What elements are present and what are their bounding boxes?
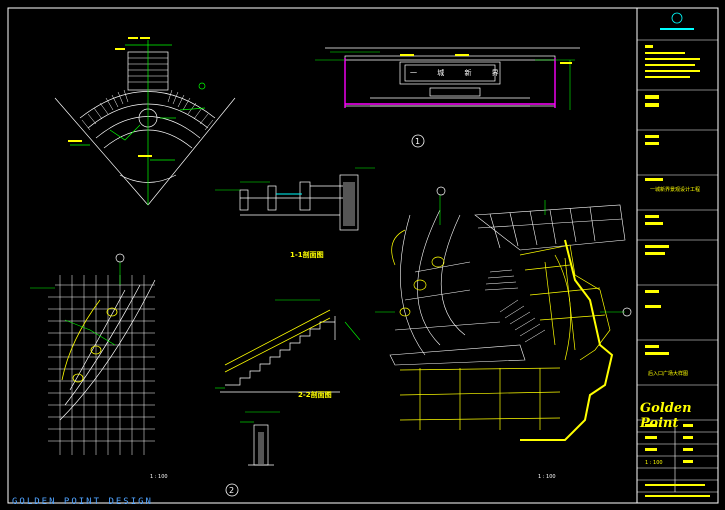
view-a-fan-plan	[54, 51, 236, 206]
view-g-leaders	[375, 195, 625, 313]
view-e-title: 2-2剖面图	[298, 391, 332, 399]
view-f-index-circle	[225, 483, 239, 497]
view-e-rail	[224, 309, 331, 373]
title-block-frame	[636, 7, 719, 504]
view-d-curves	[59, 279, 156, 421]
view-g-axis-marker-top	[436, 186, 446, 196]
view-b-text-bars	[400, 54, 572, 64]
view-c-leaders	[215, 167, 375, 191]
footer-text: GOLDEN POINT DESIGN	[12, 497, 153, 507]
view-f-fill	[258, 432, 264, 464]
view-e-leaders	[215, 299, 361, 389]
title-block-drawing: 后入口广场大样图	[648, 371, 689, 377]
view-c-section	[239, 174, 359, 231]
view-a-annotations	[70, 40, 206, 205]
view-d-leaders	[30, 262, 121, 346]
logo-text-bar	[660, 28, 694, 30]
view-b-index-number: 1	[415, 137, 420, 146]
view-e-stair	[220, 316, 340, 393]
view-c-title: 1-1剖面图	[290, 251, 324, 259]
title-block-rows	[637, 39, 718, 493]
view-g-grid	[389, 204, 626, 366]
view-b-dims	[315, 51, 575, 110]
logo-mark	[671, 12, 683, 24]
view-g-scale: 1 : 100	[538, 474, 556, 480]
view-f-index-number: 2	[229, 486, 234, 495]
view-d-grid	[48, 275, 155, 455]
view-c-fill	[343, 182, 355, 226]
view-a-text-bars	[68, 37, 152, 157]
title-block-text-bars	[645, 45, 710, 497]
view-g-stairs	[484, 269, 546, 343]
view-d-axis-marker	[115, 253, 125, 263]
view-g-boundary	[520, 239, 614, 441]
view-d-yellow	[61, 299, 118, 383]
view-f-leaders	[240, 411, 280, 423]
view-f-post	[248, 424, 274, 466]
sign-text: 一 城 新 界	[410, 69, 508, 77]
view-b-magenta	[344, 58, 556, 108]
title-block-project: 一城新界景观设计工程	[650, 187, 701, 193]
view-g-yellow-grid	[391, 229, 611, 430]
view-g-axis-marker-right	[622, 307, 632, 317]
view-d-scale: 1 : 100	[150, 474, 168, 480]
brand-logo-text: Golden Point	[640, 401, 692, 431]
view-b-index-circle	[411, 134, 425, 148]
title-block-scale: 1 : 100	[645, 460, 663, 466]
